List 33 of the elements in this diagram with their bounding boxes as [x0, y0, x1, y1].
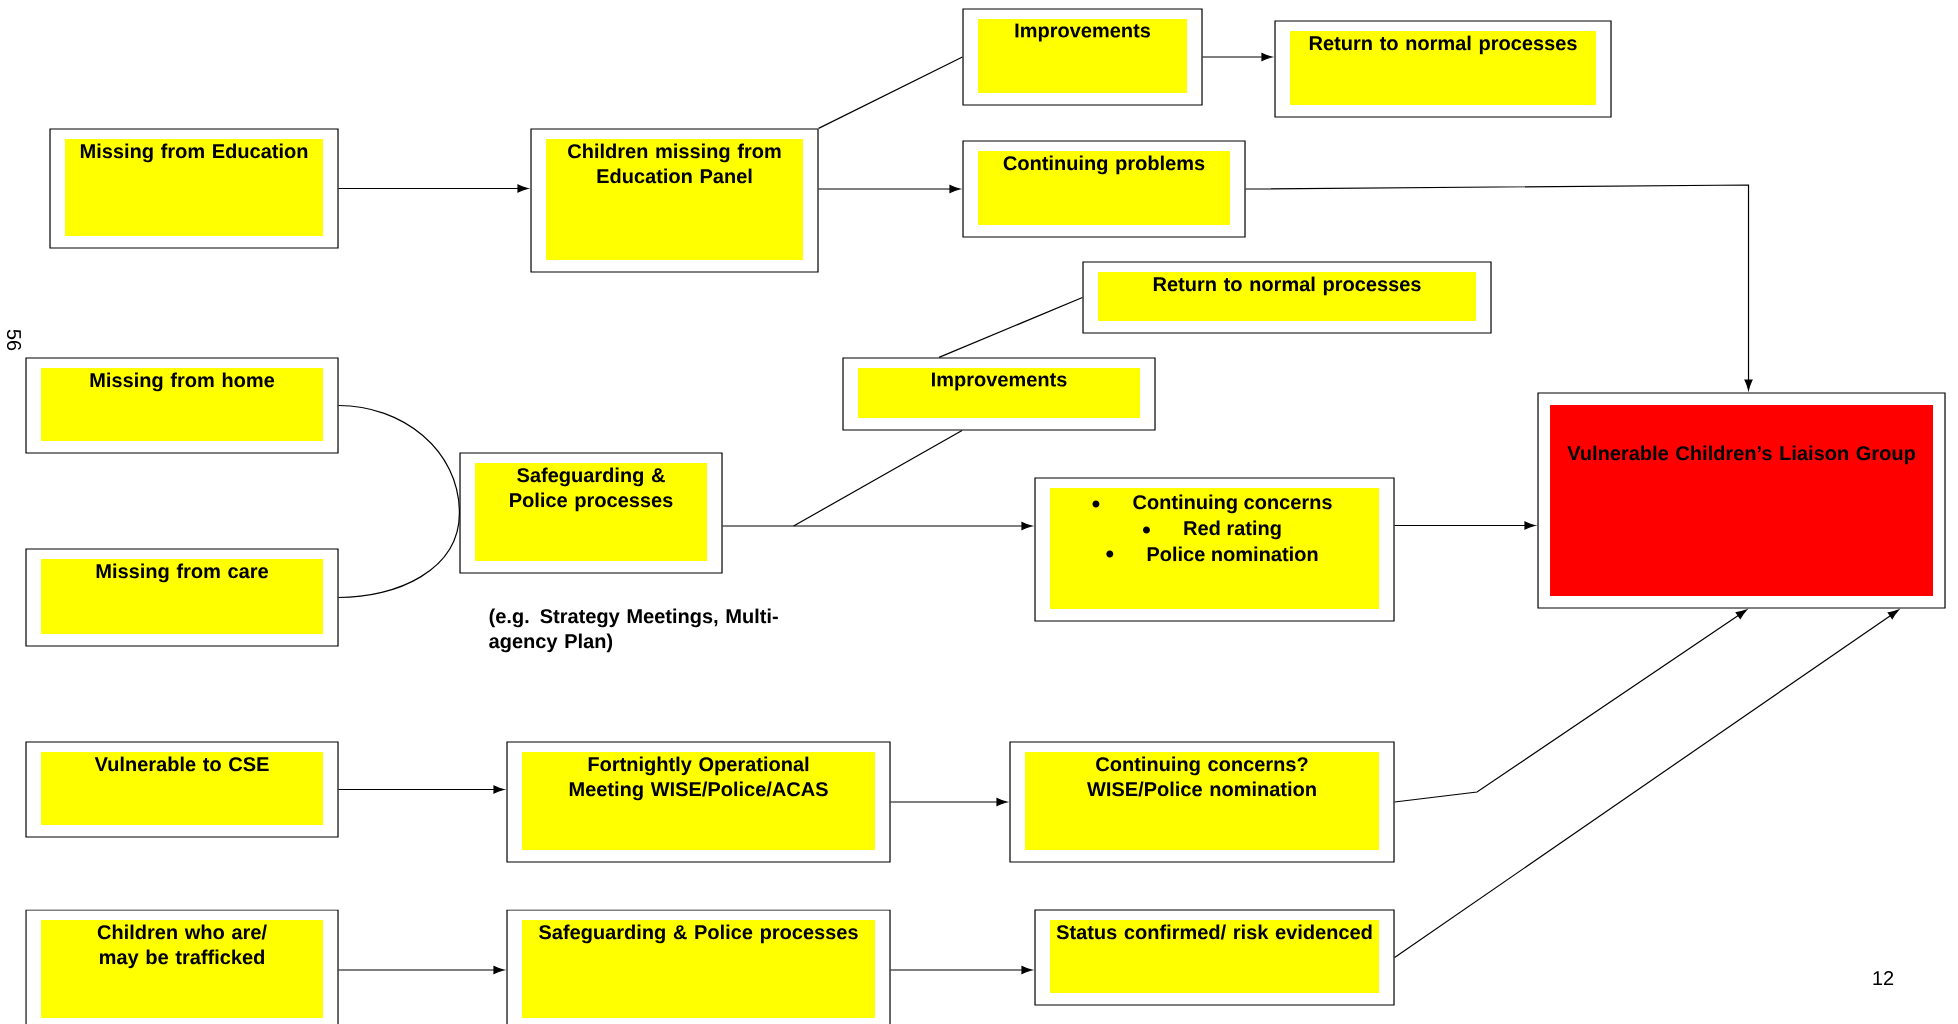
- process-box: Missing from Education: [49, 128, 339, 249]
- process-box: Continuing concerns? WISE/Police nomination: [1009, 741, 1395, 863]
- process-box: Continuing problems: [962, 140, 1246, 238]
- process-box: Return to normal processes: [1082, 261, 1492, 334]
- arrow: [1202, 52, 1273, 62]
- note-text: (e.g. Strategy Meetings, Multi-agency Plan): [489, 608, 778, 653]
- arrow: [890, 797, 1008, 807]
- arrow: [338, 184, 529, 193]
- process-box: Safeguarding & Police processes: [459, 452, 723, 574]
- arrow: [890, 965, 1033, 975]
- process-box: Missing from care: [25, 548, 339, 647]
- process-box: Improvements: [962, 8, 1203, 106]
- process-box: Fortnightly Operational Meeting WISE/Police/ACAS: [506, 741, 891, 863]
- arrow: [818, 184, 961, 194]
- process-box: Improvements: [842, 357, 1156, 431]
- process-box: Vulnerable to CSE: [25, 741, 339, 838]
- page-number: 56: [6, 329, 22, 351]
- process-box: Return to normal processes: [1274, 20, 1612, 118]
- arrow: [1245, 184, 1753, 391]
- arrow: [722, 521, 1033, 531]
- arrow: [1394, 609, 1899, 959]
- process-box: Status confirmed/ risk evidenced: [1034, 909, 1395, 1006]
- process-box: Safeguarding & Police processes: [506, 909, 891, 1024]
- arrow: [338, 785, 505, 794]
- process-box: Children who are/ may be trafficked: [25, 909, 339, 1024]
- process-box: Continuing concerns Red rating Police nomination: [1034, 477, 1395, 622]
- process-box: Vulnerable Children’s Liaison Group: [1537, 392, 1946, 609]
- page-number: 12: [1873, 971, 1894, 985]
- arrow: [1394, 609, 1747, 803]
- process-box: Missing from home: [25, 357, 339, 454]
- arrow: [1394, 521, 1536, 530]
- process-box: Children missing from Education Panel: [530, 128, 819, 273]
- arrow: [338, 965, 505, 975]
